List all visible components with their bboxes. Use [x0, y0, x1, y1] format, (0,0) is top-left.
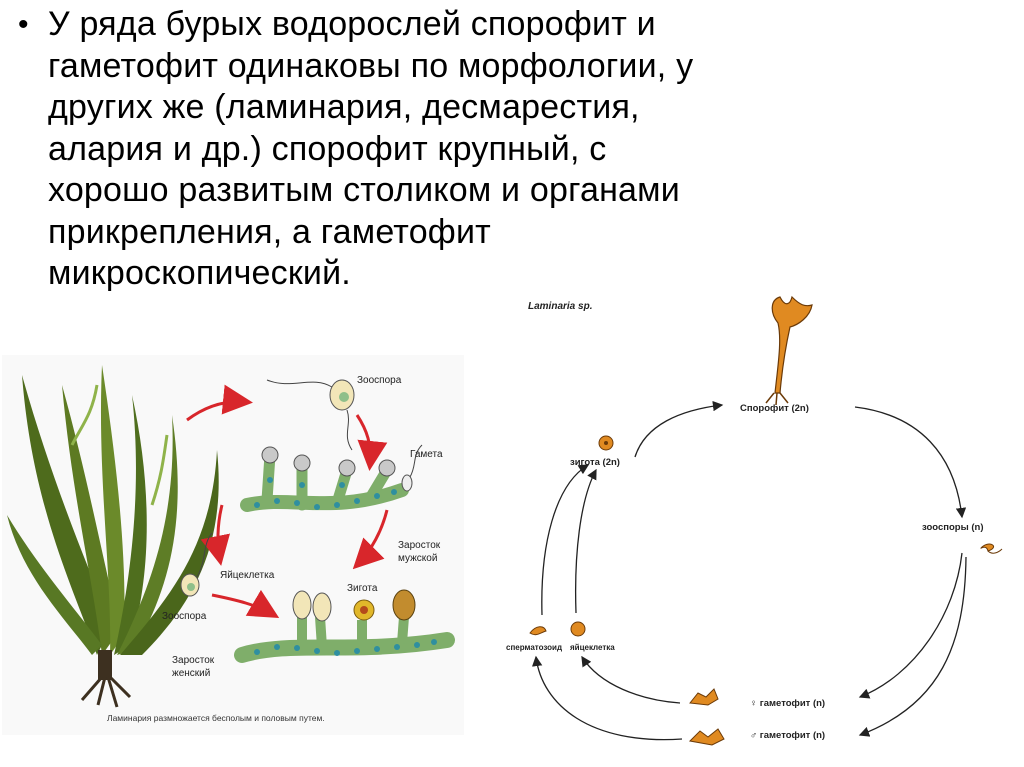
- label-female-growth: женский: [172, 668, 210, 679]
- label-sporophyte: Спорофит (2n): [740, 403, 809, 414]
- cycle-arrow: [352, 509, 389, 570]
- label-sperm: сперматозоид: [506, 643, 562, 652]
- cycle-diagram-svg: Laminaria sp. Спорофит (2n) зигота (2n) …: [506, 295, 1003, 746]
- illustration-svg: Зооспора Гамета Заросток мужской Яйцекле…: [7, 365, 455, 723]
- bullet-line: прикрепления, а гаметофит: [48, 212, 491, 251]
- cycle-arrow: [858, 556, 967, 737]
- bullet-paragraph: У ряда бурых водорослей спорофит и гамет…: [48, 4, 693, 295]
- male-gametophyte-icon: [688, 728, 725, 746]
- label-female-gametophyte: ♀ гаметофит (n): [750, 698, 825, 709]
- male-gametophyte-cells: [240, 446, 409, 512]
- cycle-arrow: [581, 655, 681, 704]
- cycle-arrow: [531, 655, 683, 741]
- cycle-arrow: [355, 414, 388, 471]
- label-zygote: зигота (2n): [570, 457, 620, 468]
- sporophyte-image: [765, 295, 813, 406]
- laminaria-cycle-diagram: Laminaria sp. Спорофит (2n) зигота (2n) …: [500, 285, 1020, 755]
- label-male-growth: мужской: [398, 553, 437, 564]
- cycle-arrow: [186, 384, 253, 422]
- bullet-line: хорошо развитым столиком и органами: [48, 171, 680, 209]
- label-zoospore: Зооспора: [162, 611, 207, 622]
- gamete-cell: [401, 444, 423, 492]
- cycle-arrow: [211, 589, 280, 619]
- zoospore-cell: [180, 532, 213, 597]
- kelp-plant-image: [7, 365, 219, 708]
- label-female-growth: Заросток: [172, 655, 215, 666]
- female-gametophyte-icon: [689, 688, 719, 706]
- figure-caption: Ламинария размножается бесполым и половы…: [107, 713, 325, 723]
- cycle-arrow: [575, 468, 597, 614]
- bullet-line: алария и др.) спорофит крупный, с: [48, 129, 607, 168]
- cycle-arrow: [854, 406, 967, 519]
- cycle-arrow: [541, 464, 590, 616]
- bullet-point: •: [18, 8, 29, 41]
- diagram-title: Laminaria sp.: [528, 301, 592, 312]
- label-male-growth: Заросток: [398, 540, 441, 551]
- egg-icon: [570, 621, 586, 637]
- bullet-line: гаметофит одинаковы по морфологии, у: [48, 46, 694, 85]
- cycle-arrow: [200, 504, 231, 566]
- sperm-icon: [529, 626, 547, 636]
- label-gamete: Гамета: [410, 449, 443, 460]
- label-zoospore: Зооспора: [357, 375, 402, 386]
- label-zoospores: зооспоры (n): [922, 522, 983, 533]
- female-gametophyte-cells: [234, 589, 455, 663]
- zoospore-cell: [266, 379, 355, 451]
- laminaria-life-cycle-illustration: Зооспора Гамета Заросток мужской Яйцекле…: [2, 355, 464, 735]
- label-male-gametophyte: ♂ гаметофит (n): [750, 730, 825, 741]
- bullet-line: У ряда бурых водорослей спорофит и: [48, 5, 656, 43]
- label-egg: яйцеклетка: [570, 643, 615, 652]
- label-egg: Яйцеклетка: [220, 570, 275, 581]
- bullet-line: других же (ламинария, десмарестия,: [48, 88, 640, 126]
- bullet-line: микроскопический.: [48, 254, 351, 292]
- cycle-arrow: [634, 400, 724, 458]
- label-zygote: Зигота: [347, 583, 378, 594]
- zoospore-icon: [980, 543, 994, 552]
- cycle-arrow: [858, 552, 963, 699]
